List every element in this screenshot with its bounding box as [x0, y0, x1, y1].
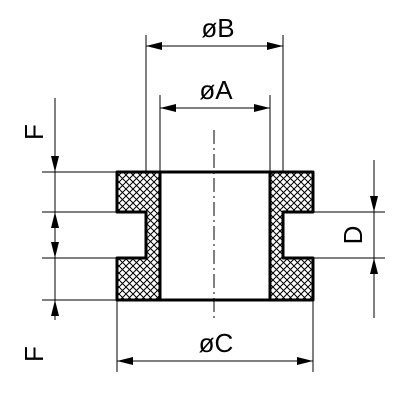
label-f-top: F [19, 124, 49, 140]
grommet-section [115, 170, 315, 302]
label-d: D [338, 226, 368, 245]
dimension-d: D [338, 160, 378, 318]
dimension-dia-a: øA [160, 75, 270, 112]
dimension-dia-b: øB [146, 13, 283, 50]
right-section-hatch [268, 170, 315, 302]
label-dia-b: øB [201, 13, 234, 43]
dimension-dia-c: øC [117, 328, 313, 365]
left-section-hatch [115, 170, 162, 302]
label-f-bottom: F [19, 346, 49, 362]
label-dia-c: øC [199, 328, 234, 358]
dimension-f: F F [19, 98, 59, 362]
label-dia-a: øA [199, 75, 233, 105]
